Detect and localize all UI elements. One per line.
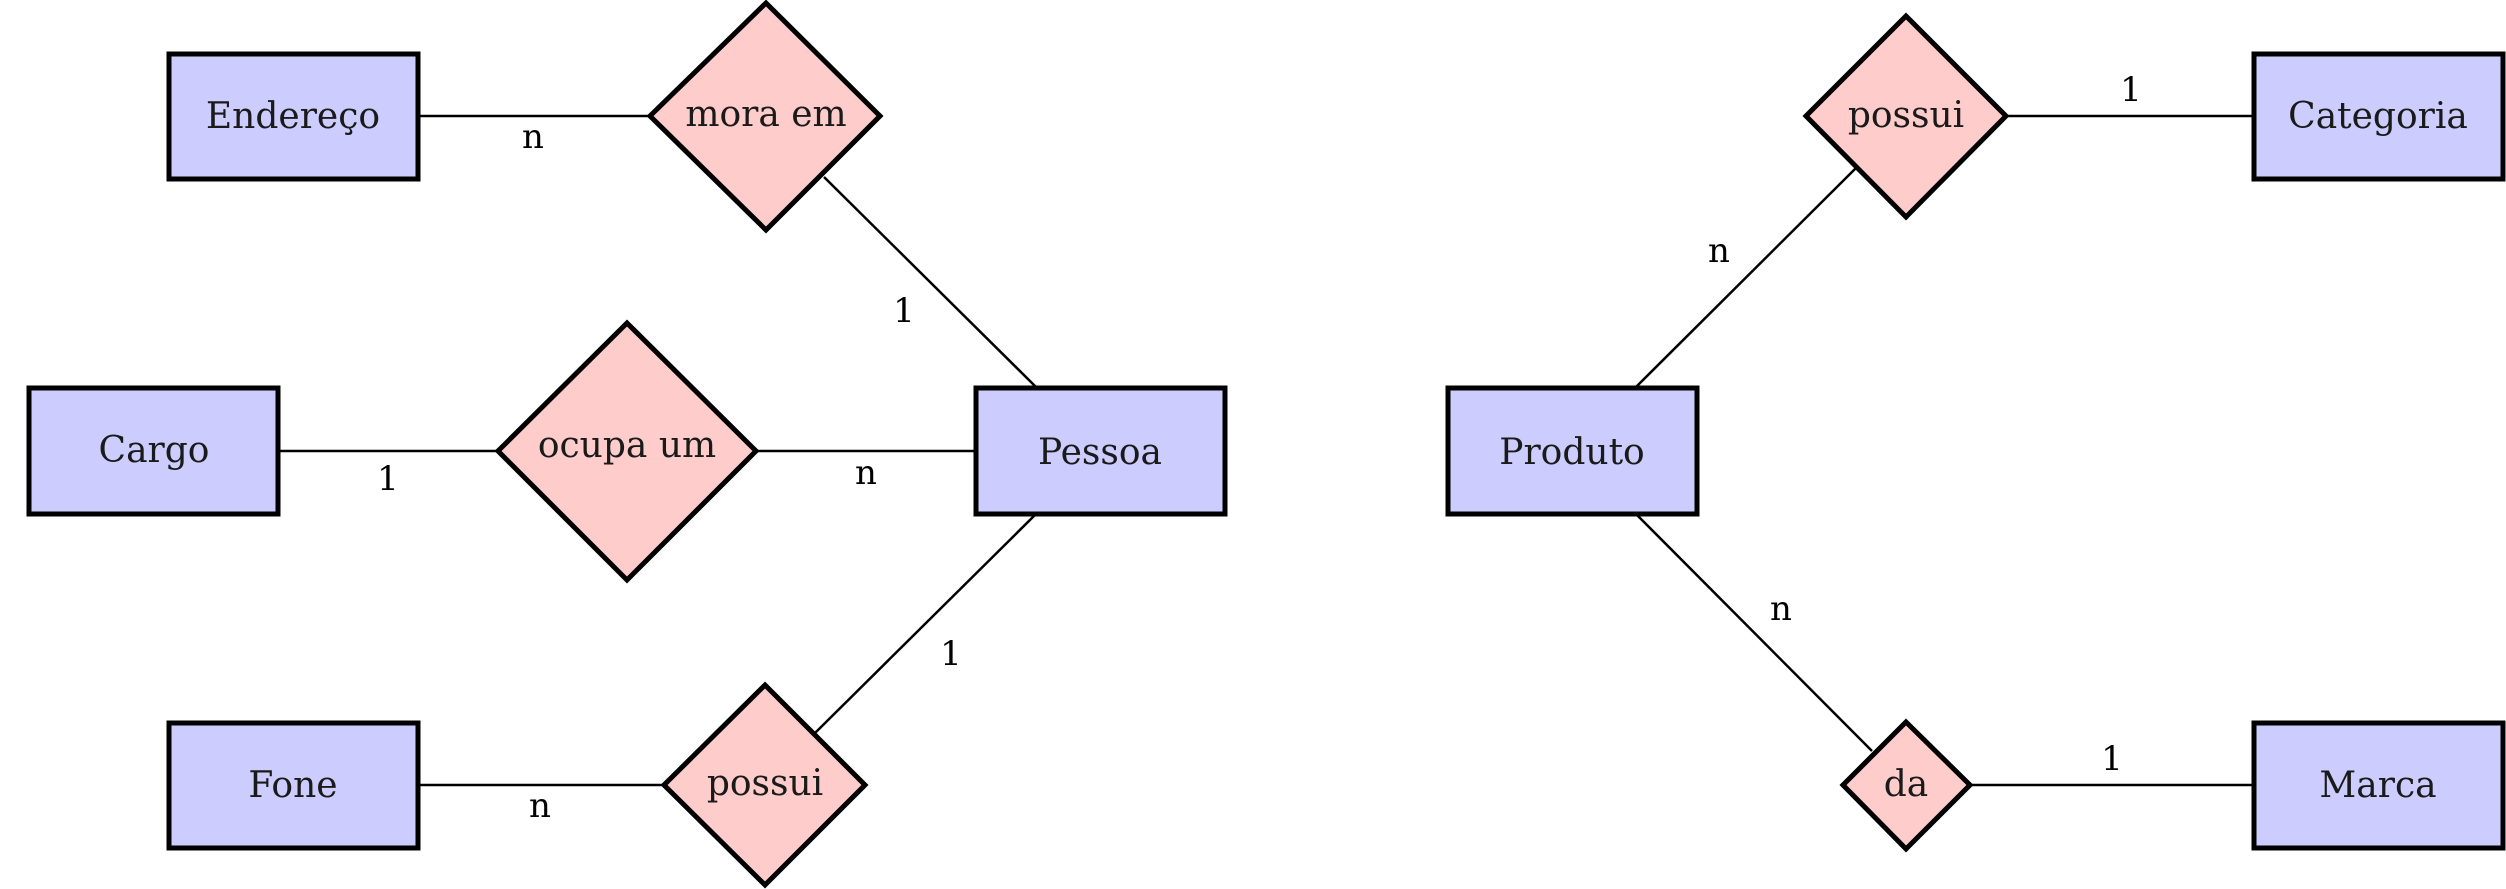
relationship-ocupa-um-label: ocupa um xyxy=(538,425,716,466)
relationship-da-diamond xyxy=(1839,718,1974,853)
entity-categoria-box xyxy=(2251,51,2506,182)
relationship-possui-categoria-label: possui xyxy=(1848,95,1964,136)
entities: Endereço Cargo Fone Pessoa Produto Categ… xyxy=(26,51,2506,851)
cardinality-fone-possui: n xyxy=(529,786,551,826)
cardinality-mora-em-pessoa: 1 xyxy=(893,291,915,331)
edge-pessoa-possui xyxy=(814,513,1037,734)
cardinality-pessoa-possui: 1 xyxy=(940,634,962,674)
cardinality-produto-da: n xyxy=(1770,589,1792,629)
entity-marca-box xyxy=(2251,720,2506,851)
entity-marca[interactable]: Marca xyxy=(2251,720,2506,851)
cardinality-cargo-ocupa-um: 1 xyxy=(377,459,399,499)
entity-pessoa-box xyxy=(973,385,1228,517)
cardinality-possui-categoria: 1 xyxy=(2120,70,2142,110)
relationship-ocupa-um[interactable]: ocupa um xyxy=(494,319,760,584)
entity-fone-box xyxy=(166,720,421,851)
entity-produto-label: Produto xyxy=(1499,432,1644,473)
entity-categoria-label: Categoria xyxy=(2288,96,2468,137)
entity-cargo[interactable]: Cargo xyxy=(26,385,281,517)
cardinality-da-marca: 1 xyxy=(2101,739,2123,779)
relationship-da[interactable]: da xyxy=(1839,718,1974,853)
relationship-possui-fone-label: possui xyxy=(707,763,823,804)
edge-produto-da xyxy=(1635,513,1873,752)
entity-endereco[interactable]: Endereço xyxy=(166,51,421,182)
relationship-possui-fone[interactable]: possui xyxy=(660,681,869,889)
entity-produto-box xyxy=(1445,385,1700,517)
entity-categoria[interactable]: Categoria xyxy=(2251,51,2506,182)
entity-endereco-box xyxy=(166,51,421,182)
relationship-possui-categoria-diamond xyxy=(1802,12,2010,221)
entity-endereco-label: Endereço xyxy=(206,96,380,137)
cardinality-produto-possui: n xyxy=(1708,231,1730,271)
relationship-mora-em[interactable]: mora em xyxy=(646,0,884,234)
relationship-da-label: da xyxy=(1884,764,1929,805)
relationship-possui-categoria[interactable]: possui xyxy=(1802,12,2010,221)
relationship-mora-em-diamond xyxy=(646,0,884,234)
cardinality-ocupa-um-pessoa: n xyxy=(855,453,877,493)
entity-fone[interactable]: Fone xyxy=(166,720,421,851)
cardinality-labels: n 1 1 n 1 n n 1 n 1 xyxy=(377,70,2142,826)
relationship-possui-fone-diamond xyxy=(660,681,869,889)
edge-produto-possui xyxy=(1635,166,1858,388)
relationships: mora em ocupa um possui possui da xyxy=(494,0,2010,889)
entity-cargo-box xyxy=(26,385,281,517)
edges xyxy=(278,114,2254,787)
entity-pessoa[interactable]: Pessoa xyxy=(973,385,1228,517)
entity-cargo-label: Cargo xyxy=(99,430,210,471)
cardinality-endereco-mora-em: n xyxy=(522,117,544,157)
entity-fone-label: Fone xyxy=(248,765,337,806)
relationship-mora-em-label: mora em xyxy=(685,94,846,135)
entity-produto[interactable]: Produto xyxy=(1445,385,1700,517)
relationship-ocupa-um-diamond xyxy=(494,319,760,584)
entity-pessoa-label: Pessoa xyxy=(1038,432,1162,473)
edge-mora-em-pessoa xyxy=(823,176,1037,388)
entity-marca-label: Marca xyxy=(2319,765,2436,806)
